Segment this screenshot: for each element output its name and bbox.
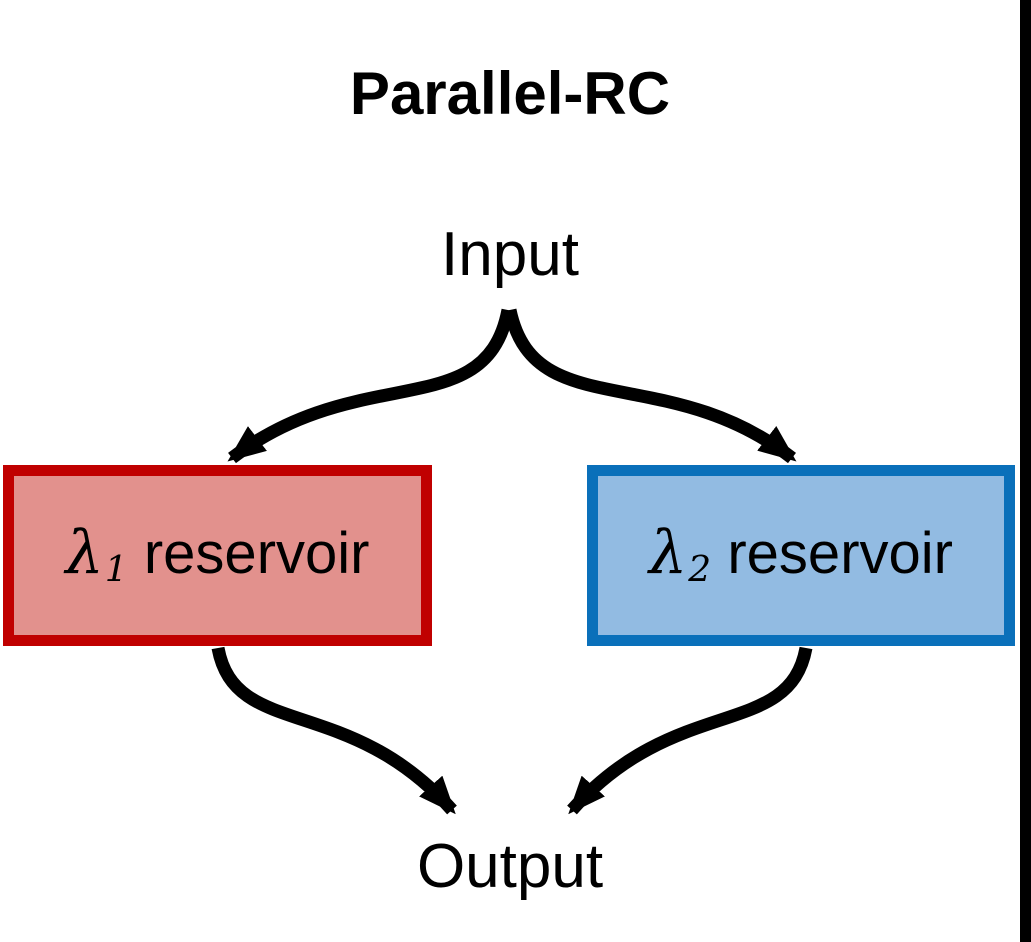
lambda-symbol: λ — [65, 518, 104, 589]
output-node-label: Output — [416, 832, 604, 901]
input-node-label: Input — [441, 220, 579, 289]
arrow-input-to-lambda2 — [503, 308, 797, 464]
reservoir-word: reservoir — [143, 521, 370, 587]
lambda1-reservoir-box: λ1 reservoir — [3, 465, 432, 646]
reservoir-word: reservoir — [727, 521, 953, 587]
arrow-lambda1-to-output — [211, 646, 457, 815]
lambda1-subscript: 1 — [104, 548, 128, 590]
diagram-title: Parallel-RC — [349, 60, 671, 127]
right-edge-bar — [1020, 0, 1031, 942]
lambda2-reservoir-box: λ2 reservoir — [587, 465, 1015, 646]
arrow-input-to-lambda1 — [227, 308, 515, 464]
arrow-lambda2-to-output — [567, 646, 813, 815]
lambda-symbol: λ — [649, 518, 688, 589]
lambda2-subscript: 2 — [688, 548, 712, 590]
